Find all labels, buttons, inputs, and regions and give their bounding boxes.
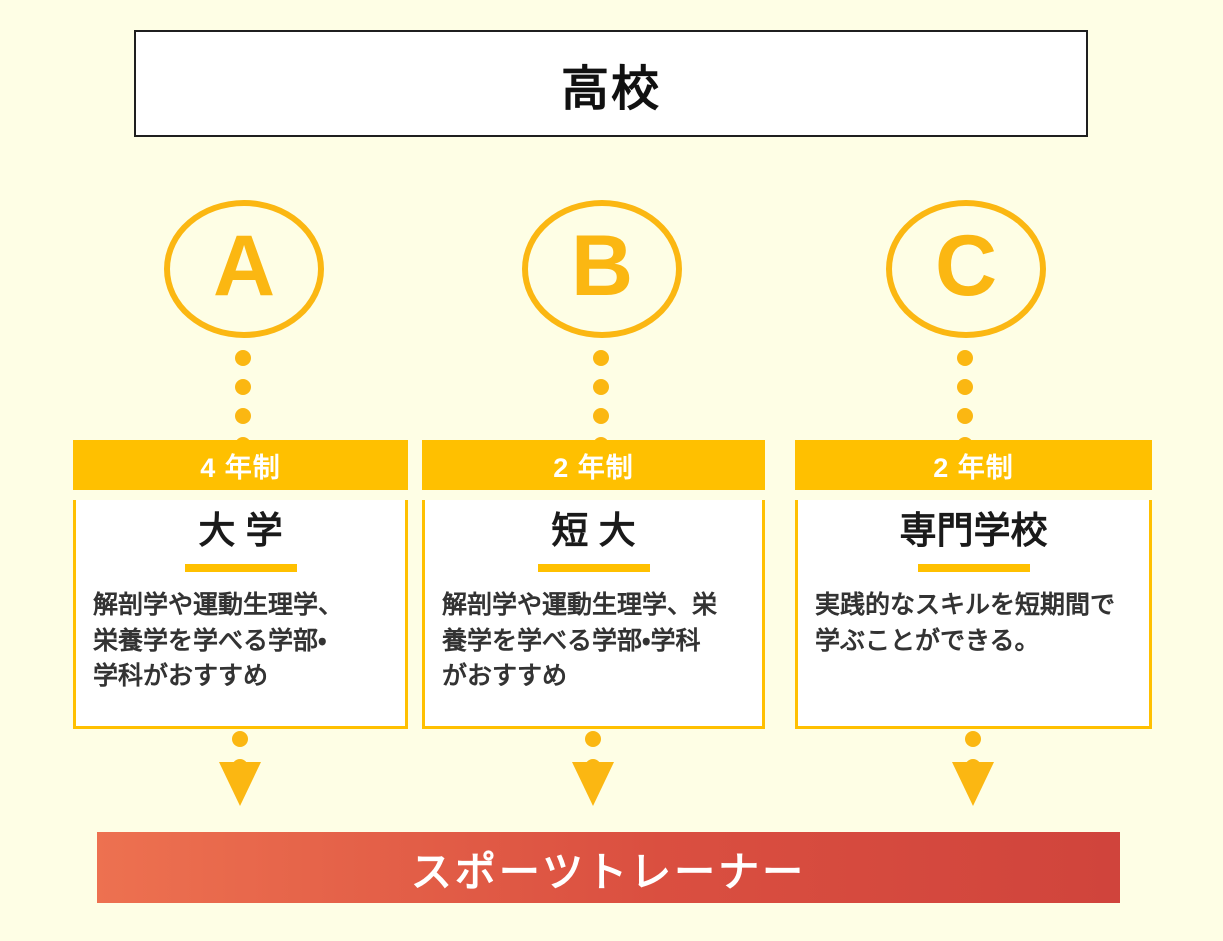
card-header: 2 年制: [795, 440, 1152, 490]
title-underline: [917, 564, 1030, 572]
card-header: 4 年制: [73, 440, 408, 490]
card-title: 短 大: [551, 510, 636, 551]
arrow-down-icon: [219, 762, 261, 806]
path-card-vocational-school: 2 年制 専門学校 実践的なスキルを短期間で 学ぶことができる。: [795, 440, 1152, 729]
route-circle-b-label: B: [570, 218, 634, 314]
dot-icon: [957, 350, 973, 366]
description-line: 学ぶことができる。: [815, 626, 1040, 655]
card-description: 解剖学や運動生理学、栄 養学を学べる学部・学科 がおすすめ: [425, 588, 762, 695]
arrow-connector-c: [952, 731, 994, 809]
route-circle-c: C: [886, 200, 1046, 338]
route-circle-b: B: [522, 200, 682, 338]
high-school-label: 高校: [560, 62, 661, 116]
dotted-connector-a: [235, 350, 251, 453]
dotted-connector-c: [957, 350, 973, 453]
route-circle-c-label: C: [934, 218, 998, 314]
path-card-junior-college: 2 年制 短 大 解剖学や運動生理学、栄 養学を学べる学部・学科 がおすすめ: [422, 440, 765, 729]
high-school-box: 高校: [134, 30, 1088, 137]
duration-badge: 4 年制: [200, 452, 281, 483]
arrow-connector-b: [572, 731, 614, 809]
card-description: 実践的なスキルを短期間で 学ぶことができる。: [798, 588, 1149, 659]
dot-icon: [235, 379, 251, 395]
description-line: 養学を学べる学部・学科: [442, 626, 701, 655]
route-circle-a-label: A: [212, 218, 276, 314]
dotted-connector-b: [593, 350, 609, 453]
duration-badge: 2 年制: [553, 452, 634, 483]
card-description: 解剖学や運動生理学、 栄養学を学べる学部・ 学科がおすすめ: [76, 588, 405, 695]
dot-icon: [957, 379, 973, 395]
dot-icon: [593, 379, 609, 395]
arrow-connector-a: [219, 731, 261, 809]
description-line: がおすすめ: [442, 662, 568, 690]
duration-badge: 2 年制: [933, 452, 1014, 483]
description-line: 実践的なスキルを短期間で: [815, 591, 1116, 619]
description-line: 解剖学や運動生理学、: [93, 591, 344, 619]
dot-icon: [965, 731, 981, 747]
path-card-university: 4 年制 大 学 解剖学や運動生理学、 栄養学を学べる学部・ 学科がおすすめ: [73, 440, 408, 729]
description-line: 栄養学を学べる学部・: [93, 626, 327, 655]
dot-icon: [235, 408, 251, 424]
dot-icon: [232, 731, 248, 747]
dot-icon: [957, 408, 973, 424]
card-body: 専門学校 実践的なスキルを短期間で 学ぶことができる。: [795, 500, 1152, 729]
dot-icon: [593, 350, 609, 366]
route-circle-a: A: [164, 200, 324, 338]
title-underline: [537, 564, 650, 572]
dot-icon: [235, 350, 251, 366]
description-line: 学科がおすすめ: [93, 662, 269, 690]
card-header: 2 年制: [422, 440, 765, 490]
card-body: 大 学 解剖学や運動生理学、 栄養学を学べる学部・ 学科がおすすめ: [73, 500, 408, 729]
title-underline: [184, 564, 297, 572]
dot-icon: [585, 731, 601, 747]
description-line: 解剖学や運動生理学、栄: [442, 591, 718, 619]
card-title: 大 学: [198, 510, 283, 551]
arrow-down-icon: [572, 762, 614, 806]
card-title: 専門学校: [899, 510, 1048, 551]
arrow-down-icon: [952, 762, 994, 806]
card-body: 短 大 解剖学や運動生理学、栄 養学を学べる学部・学科 がおすすめ: [422, 500, 765, 729]
dot-icon: [593, 408, 609, 424]
goal-banner: スポーツトレーナー: [97, 832, 1120, 903]
goal-banner-label: スポーツトレーナー: [410, 848, 807, 895]
